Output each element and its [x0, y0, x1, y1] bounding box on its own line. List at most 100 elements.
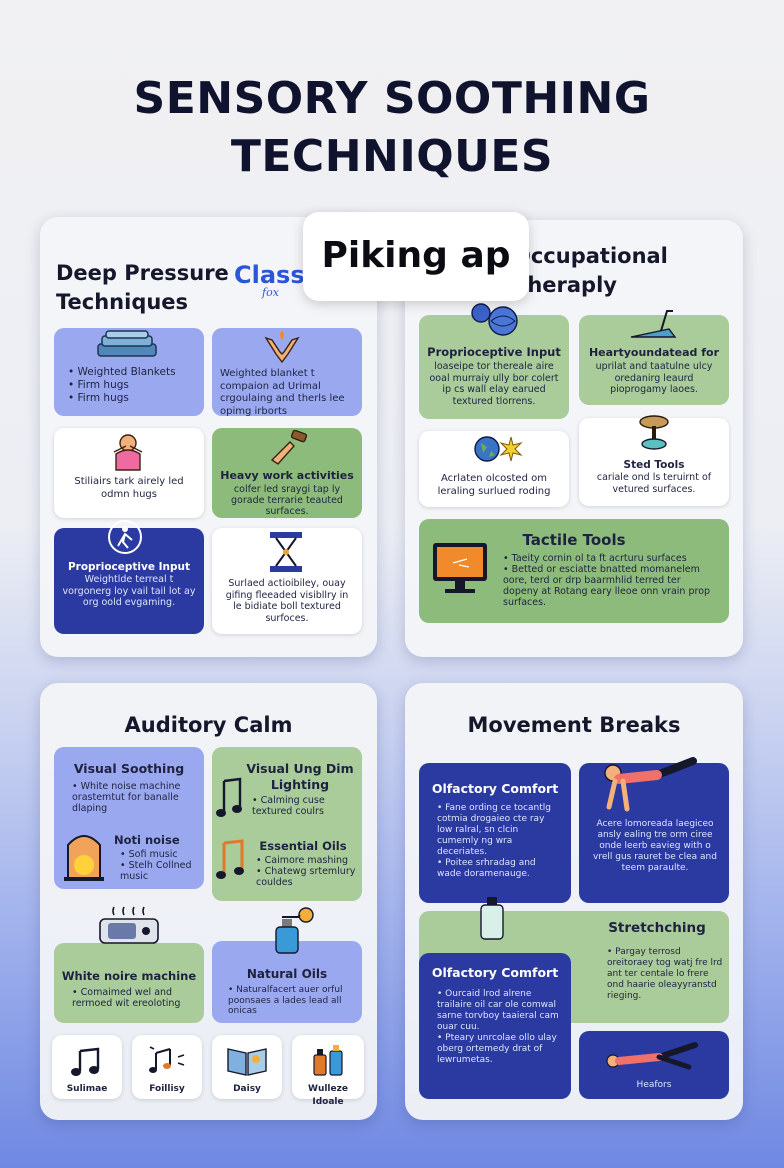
tile-label: Wulleze Idoale — [308, 1084, 348, 1107]
title-line-1: Deep Pressure — [56, 261, 229, 285]
card-title: White noire machine — [61, 969, 197, 983]
card-natural-oils: Natural Oils Naturalfacert auer orful po… — [212, 907, 362, 1023]
card-title: Tactile Tools — [522, 531, 626, 549]
overlay-popup: Piking ap — [303, 212, 529, 301]
card-text: Weightlde terreal t vorgonerg loy vail t… — [62, 574, 196, 608]
person-circle-icon — [108, 520, 142, 554]
card-equipment: Heartyoundatead for uprilat and taatulne… — [579, 310, 729, 405]
card-tactile-tools: Tactile Tools Taeity cornin ol ta ft acr… — [419, 519, 729, 623]
page-title: SENSORY SOOTHING TECHNIQUES — [0, 70, 784, 186]
card-heavy-work: Heavy work activities colfer led sraygi … — [212, 428, 362, 518]
card-item: Fane ording ce tocantlg cotmia drogaieo … — [437, 803, 561, 858]
card-title: Essential Oils — [259, 839, 347, 853]
card-text: cariale ond ls teruirnt of vetured surfa… — [596, 472, 712, 495]
card-text: Weighted blanket t compaion ad Urimal cr… — [220, 368, 345, 417]
monitor-icon — [433, 543, 487, 593]
card-title: Sted Tools — [623, 459, 685, 471]
card-hugs: Stiliairs tark airely led odmn hugs — [54, 428, 204, 518]
card-text: uprilat and taatulne ulcy oredanirg leau… — [595, 361, 713, 395]
tile-label: Sulimae — [66, 1084, 108, 1094]
spinner-icon — [639, 415, 669, 450]
card-item: Firm hugs — [68, 392, 176, 405]
card-title: Proprioceptive Input — [427, 345, 561, 359]
spray-bottle-icon — [275, 907, 314, 954]
double-note-icon — [71, 1047, 100, 1076]
card-title: Olfactory Comfort — [431, 965, 559, 980]
tile-book: Daisy — [212, 1035, 282, 1099]
card-text: Stiliairs tark airely led odmn hugs — [74, 476, 184, 500]
textured-tool-icon — [270, 532, 302, 572]
card-dim-lighting: Visual Ung Dim Lighting Calming cuse tex… — [212, 747, 362, 901]
panel-occupational-title: Occupational Theraply — [513, 242, 668, 300]
tile-notes: Foillisy — [132, 1035, 202, 1099]
card-title: Heavy work activities — [220, 469, 354, 482]
card-movement-exercise: Acere lomoreada laegiceo ansly ealing tr… — [579, 757, 729, 903]
card-vestibular: Acrlaten olcosted om leraling surlued ro… — [419, 431, 569, 507]
card-item: Taeity cornin ol ta ft acrturu surfaces — [503, 553, 717, 564]
title-line-1: Occupational — [513, 244, 668, 268]
oil-bottles-icon — [313, 1045, 343, 1076]
brand-logo: Class — [234, 261, 305, 289]
card-item: Poitee srhradag and wade doramenauge. — [437, 858, 561, 880]
hammer-hand-icon — [270, 430, 308, 465]
card-weighted-hands: Weighted blanket t compaion ad Urimal cr… — [212, 328, 362, 417]
lying-figure-icon — [606, 1042, 698, 1070]
card-weighted-blankets: Weighted Blankets Firm hugs Firm hugs — [54, 328, 204, 416]
card-item: Weighted Blankets — [68, 366, 176, 379]
card-title: Visual Soothing — [73, 761, 185, 776]
globe-burst-icon — [474, 436, 523, 462]
card-text: loaseipe tor thereale aire ooal murraiy … — [429, 361, 559, 407]
card-text: colfer led sraygi tap ly gorade terrarie… — [231, 484, 343, 517]
panel-occupational: Occupational Theraply Proprioceptive Inp… — [405, 220, 743, 657]
tile-label: Foillisy — [149, 1084, 185, 1094]
white-noise-machine-icon — [99, 906, 159, 944]
self-hug-icon — [113, 434, 143, 471]
card-visual-soothing: Visual Soothing White noise machine oras… — [54, 747, 204, 889]
panel-movement-breaks: Movement Breaks Olfactory Comfort Fane o… — [405, 683, 743, 1120]
panel-auditory-calm: Auditory Calm Visual Soothing White nois… — [40, 683, 377, 1120]
panel-deep-pressure-title: Deep Pressure Techniques — [56, 259, 229, 317]
card-item: Naturalfacert auer orful poonsaes a lade… — [228, 985, 356, 1017]
card-item: Ourcaid lrod alrene trailaire oil car ol… — [437, 989, 561, 1033]
card-title: Olfactory Comfort — [431, 781, 559, 796]
title-line-2: Theraply — [513, 273, 617, 297]
card-item: Pargay terrosd oreitoraey tog watj fre l… — [607, 947, 725, 1002]
card-title: Natural Oils — [246, 967, 328, 981]
card-item: Stelh Collned music — [120, 860, 204, 882]
card-text: Surlaed actioibiley, ouay gifing fleeade… — [225, 578, 349, 624]
balls-icon — [471, 303, 518, 336]
cupped-hands-icon — [264, 331, 300, 364]
card-title: Noti noise — [114, 833, 180, 847]
exercise-figure-icon — [604, 757, 697, 812]
overlay-text: Piking ap — [321, 235, 511, 276]
card-white-noise: White noire machine Comaimed wel and rer… — [54, 906, 204, 1023]
music-note-icon — [216, 777, 242, 817]
card-title: Heartyoundatead for — [588, 346, 720, 359]
card-item: Betted or esciatte bnatted momanelem oor… — [503, 564, 717, 608]
card-item: Sofi music — [120, 849, 204, 860]
card-olfactory-comfort-2: Olfactory Comfort Ourcaid lrod alrene tr… — [419, 953, 571, 1099]
brand-logo-sub: fox — [262, 286, 279, 299]
music-note-orange-icon — [216, 839, 244, 879]
panel-auditory-title: Auditory Calm — [124, 713, 293, 737]
card-text: Heafors — [636, 1080, 672, 1090]
card-item: Pteary unrcolae ollo ulay oberg ortemedy… — [437, 1033, 561, 1066]
card-item: Firm hugs — [68, 379, 176, 392]
card-olfactory-comfort-1: Olfactory Comfort Fane ording ce tocantl… — [419, 763, 571, 903]
card-proprioceptive-input: Proprioceptive Input loaseipe tor therea… — [419, 303, 569, 419]
card-title: Visual Ung Dim Lighting — [246, 761, 354, 792]
card-text: Acrlaten olcosted om leraling surlued ro… — [437, 473, 551, 497]
lamp-icon — [64, 835, 104, 881]
open-book-icon — [227, 1048, 267, 1076]
title-line-2: Techniques — [56, 290, 189, 314]
tile-music: Sulimae — [52, 1035, 122, 1099]
panel-movement-title: Movement Breaks — [467, 713, 681, 737]
scattered-notes-icon — [149, 1046, 185, 1073]
card-proprioceptive: Proprioceptive Input Weightlde terreal t… — [54, 520, 204, 634]
card-surfaces: Surlaed actioibiley, ouay gifing fleeade… — [212, 528, 362, 634]
card-title: Proprioceptive Input — [67, 561, 191, 573]
treadmill-icon — [630, 310, 677, 338]
card-item: White noise machine orastemtut for banal… — [72, 781, 196, 814]
tile-bottles: Wulleze Idoale — [292, 1035, 364, 1107]
card-item: Comaimed wel and rermoed wit ereoloting — [72, 987, 198, 1009]
